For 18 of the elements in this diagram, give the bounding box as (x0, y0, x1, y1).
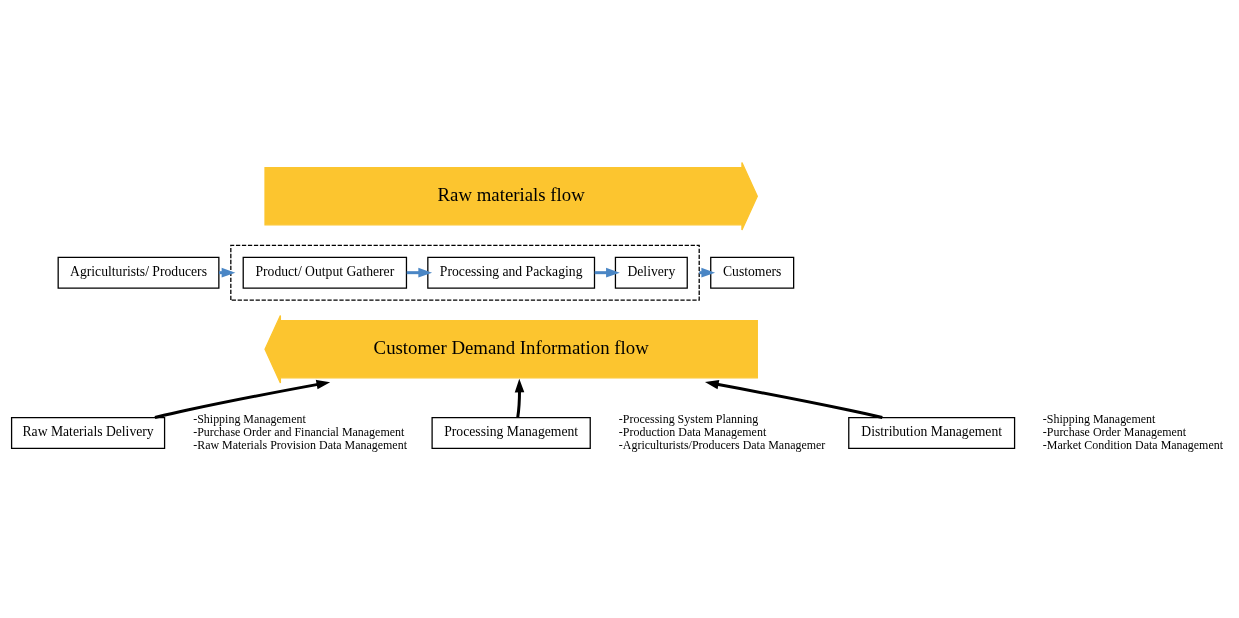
node-label: -Purchase Order Management (1042, 425, 1187, 440)
node-box: Customers (710, 256, 795, 289)
node-box: Processing Management (431, 416, 591, 449)
node-box: Agriculturists/ Producers (57, 256, 220, 289)
arrow (514, 378, 525, 418)
node-label: -Production Data Management (618, 425, 767, 440)
arrow (154, 379, 331, 419)
node-label: -Purchase Order and Financial Management (193, 425, 405, 440)
node-box: Processing and Packaging (427, 256, 596, 289)
node-box: Distribution Management (848, 416, 1016, 449)
node-label: -Shipping Management (1042, 412, 1156, 427)
node-label: -Processing System Planning (618, 412, 759, 427)
node-box: Delivery (614, 256, 688, 289)
node-label: -Shipping Management (193, 412, 306, 427)
cluster (230, 244, 700, 301)
node-box: Raw Materials Delivery (10, 416, 166, 449)
arrow (704, 379, 883, 419)
node-box: Product/ Output Gatherer (242, 256, 408, 289)
